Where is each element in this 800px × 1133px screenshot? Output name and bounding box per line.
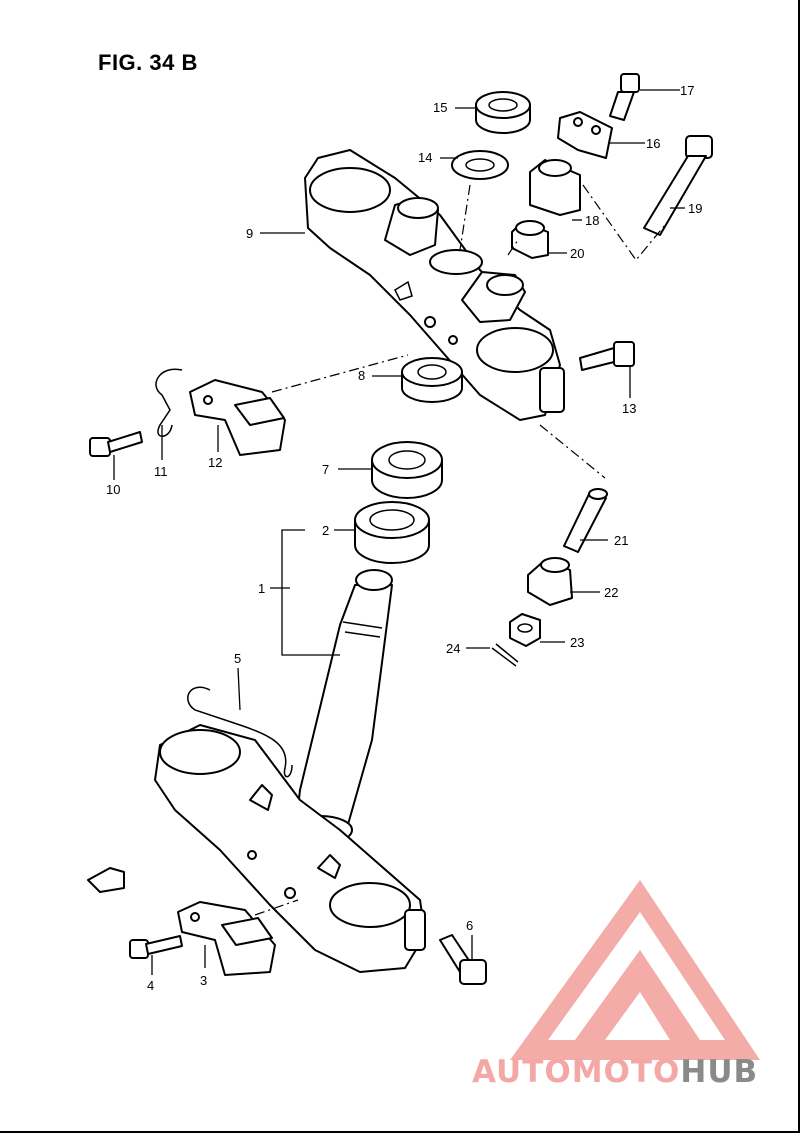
watermark-text-part1: AUTOMOTO <box>472 1054 680 1090</box>
figure-title: FIG. 34 B <box>98 50 198 75</box>
callout-8: 8 <box>358 368 365 383</box>
ring-15 <box>475 91 531 134</box>
callout-10: 10 <box>106 482 120 497</box>
callout-19: 19 <box>688 201 702 216</box>
callout-18: 18 <box>585 213 599 228</box>
clamp-16 <box>557 111 613 159</box>
cushion-18 <box>529 159 581 216</box>
bolt-6 <box>439 934 487 985</box>
damper-22 <box>527 557 573 606</box>
clip-11 <box>155 368 183 437</box>
pin-24 <box>491 643 519 667</box>
leader-lines <box>113 89 685 975</box>
bearing-2 <box>354 501 430 564</box>
callout-11: 11 <box>154 464 168 479</box>
nut-23 <box>509 613 541 647</box>
callout-6: 6 <box>466 918 473 933</box>
bolt-19 <box>643 135 713 236</box>
seal-14 <box>451 150 509 180</box>
callout-4: 4 <box>147 978 154 993</box>
callout-17: 17 <box>680 83 694 98</box>
callout-20: 20 <box>570 246 584 261</box>
bearing-7 <box>371 441 443 499</box>
watermark-text-part2: HUB <box>680 1054 758 1090</box>
holder-3 <box>177 901 276 976</box>
bolt-13 <box>579 341 635 371</box>
callout-2: 2 <box>322 523 329 538</box>
callout-23: 23 <box>570 635 584 650</box>
callout-16: 16 <box>646 136 660 151</box>
callout-5: 5 <box>234 651 241 666</box>
watermark-logo <box>510 880 760 1060</box>
callout-22: 22 <box>604 585 618 600</box>
callout-21: 21 <box>614 533 628 548</box>
lower-bracket <box>154 724 426 973</box>
callout-3: 3 <box>200 973 207 988</box>
bolt-4 <box>129 935 183 959</box>
watermark-text: AUTOMOTOHUB <box>472 1054 758 1090</box>
callout-12: 12 <box>208 455 222 470</box>
callout-labels: 17 16 19 18 20 13 15 14 9 8 7 2 1 5 10 1… <box>106 83 702 993</box>
callout-24: 24 <box>446 641 460 656</box>
callout-7: 7 <box>322 462 329 477</box>
nut-8 <box>401 357 463 403</box>
assembly-lines <box>254 184 666 916</box>
bolt-10 <box>89 431 143 457</box>
cushion-20 <box>511 220 549 259</box>
clip-5 <box>187 686 293 778</box>
bolt-17 <box>609 73 640 121</box>
holder-12 <box>189 379 286 456</box>
callout-15: 15 <box>433 100 447 115</box>
callout-13: 13 <box>622 401 636 416</box>
callout-14: 14 <box>418 150 432 165</box>
spacer-21 <box>563 488 608 553</box>
callout-9: 9 <box>246 226 253 241</box>
upper-bracket <box>304 149 565 421</box>
fwd-arrow: FWD <box>87 867 125 893</box>
callout-1: 1 <box>258 581 265 596</box>
